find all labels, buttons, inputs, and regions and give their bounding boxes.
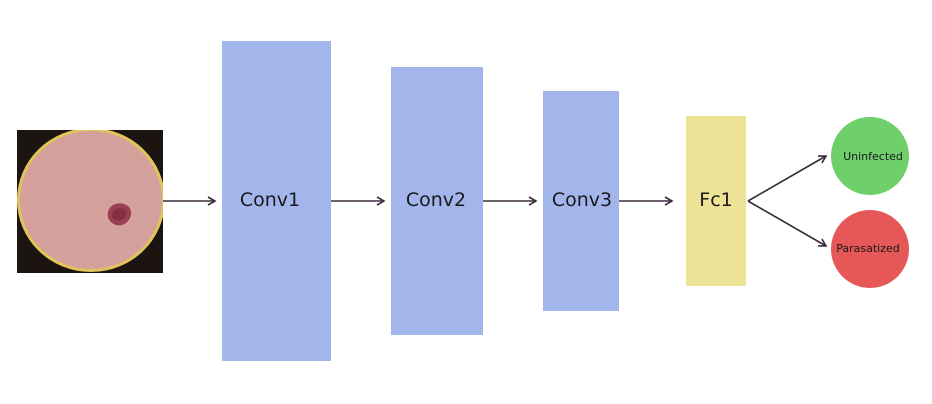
cell-body xyxy=(20,131,162,269)
conv3-block xyxy=(543,91,619,311)
conv1-label: Conv1 xyxy=(240,189,300,211)
arrow-fc1-to-parasatized xyxy=(747,200,828,247)
conv2-block xyxy=(391,67,483,335)
parasatized-node xyxy=(831,210,909,288)
conv3-label: Conv3 xyxy=(552,189,612,211)
input-cell-image xyxy=(17,130,163,273)
uninfected-node xyxy=(831,117,909,195)
parasatized-label: Parasatized xyxy=(836,242,900,255)
uninfected-label: Uninfected xyxy=(843,150,903,163)
fc1-block xyxy=(686,116,746,286)
arrow-fc1-to-uninfected xyxy=(747,155,828,202)
fc1-label: Fc1 xyxy=(699,189,732,211)
conv1-block xyxy=(222,41,331,361)
conv2-label: Conv2 xyxy=(406,189,466,211)
